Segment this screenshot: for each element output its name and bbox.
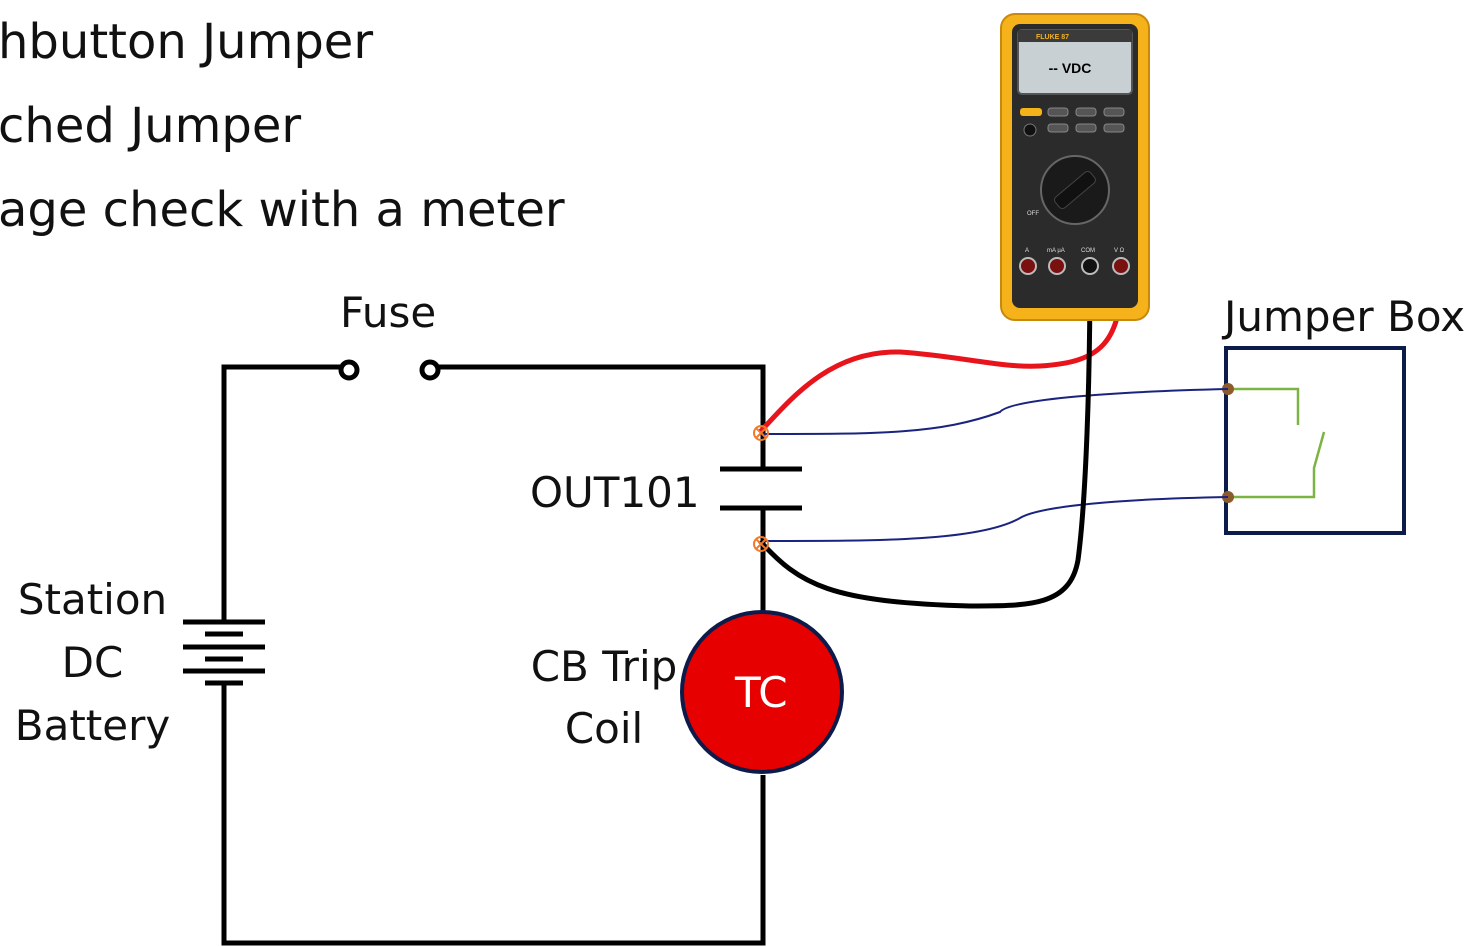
meter-dial-off: OFF	[1027, 211, 1039, 217]
svg-text:V Ω: V Ω	[1114, 248, 1125, 254]
trip-coil-circle	[680, 610, 844, 774]
battery-label-line-2: DC	[61, 638, 124, 687]
probe-contact-top	[753, 425, 769, 441]
coil-label: CB Trip Coil	[524, 636, 684, 760]
battery-label-line-1: Station	[17, 575, 168, 624]
meter-brand: FLUKE 87	[1036, 34, 1069, 41]
contact-label: OUT101	[530, 468, 700, 517]
circuit-wires	[221, 364, 766, 946]
meter-display-text: -- VDC	[1049, 60, 1092, 76]
svg-text:mA µA: mA µA	[1047, 248, 1065, 254]
jumper-box	[1224, 346, 1406, 535]
bullet-3: age check with a meter	[0, 182, 565, 238]
trip-coil-text: TC	[735, 668, 788, 717]
red-test-lead	[758, 267, 1125, 434]
battery-label-line-3: Battery	[14, 701, 171, 750]
battery-label: Station DC Battery	[10, 568, 175, 757]
battery-symbol	[183, 619, 265, 686]
probe-contact-bottom	[753, 536, 769, 552]
bullet-2: ched Jumper	[0, 98, 302, 154]
jumper-wire-top	[761, 388, 1229, 435]
fuse-label: Fuse	[340, 288, 437, 337]
coil-label-line-2: Coil	[564, 704, 644, 753]
fuse-symbol	[300, 359, 460, 381]
black-test-lead	[758, 267, 1093, 609]
wire-right-top	[455, 364, 766, 468]
jumper-box-label: Jumper Box	[1224, 292, 1466, 341]
coil-label-line-1: CB Trip	[530, 642, 678, 691]
multimeter: FLUKE 87 -- VDC OFF A mA µA COM V Ω	[1000, 13, 1150, 321]
meter-buttons	[1047, 107, 1125, 133]
bullet-1: hbutton Jumper	[0, 14, 374, 70]
wire-left-top	[221, 364, 300, 622]
jumper-wire-bottom	[761, 496, 1229, 542]
svg-text:COM: COM	[1081, 248, 1095, 254]
contact-out101	[720, 466, 802, 511]
meter-jacks	[1019, 257, 1130, 275]
wire-left-bottom	[221, 682, 766, 946]
jumper-switch	[1228, 387, 1326, 499]
svg-text:A: A	[1025, 248, 1029, 254]
